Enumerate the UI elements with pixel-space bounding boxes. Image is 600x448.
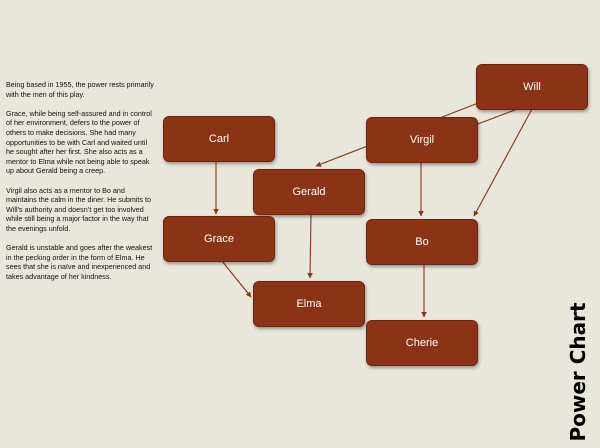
paragraph-intro: Being based in 1955, the power rests pri… (6, 80, 154, 99)
arrow-gerald-to-elma (307, 212, 313, 279)
node-cherie: Cherie (366, 320, 478, 366)
node-bo: Bo (366, 219, 478, 265)
arrow-grace-to-elma (221, 260, 252, 298)
paragraph-virgil: Virgil also acts as a mentor to Bo and m… (6, 185, 152, 233)
description-text: Being based in 1955, the power rests pri… (6, 80, 154, 291)
node-elma: Elma (253, 281, 365, 327)
slide-title: Power Chart (566, 302, 590, 442)
paragraph-gerald: Gerald is unstable and goes after the we… (6, 243, 153, 281)
node-carl: Carl (163, 116, 275, 162)
node-gerald: Gerald (253, 169, 365, 215)
node-virgil: Virgil (366, 117, 478, 163)
paragraph-grace: Grace, while being self-assured and in c… (6, 108, 152, 176)
node-will: Will (476, 64, 588, 110)
arrow-will-to-bo (473, 108, 533, 217)
node-grace: Grace (163, 216, 275, 262)
